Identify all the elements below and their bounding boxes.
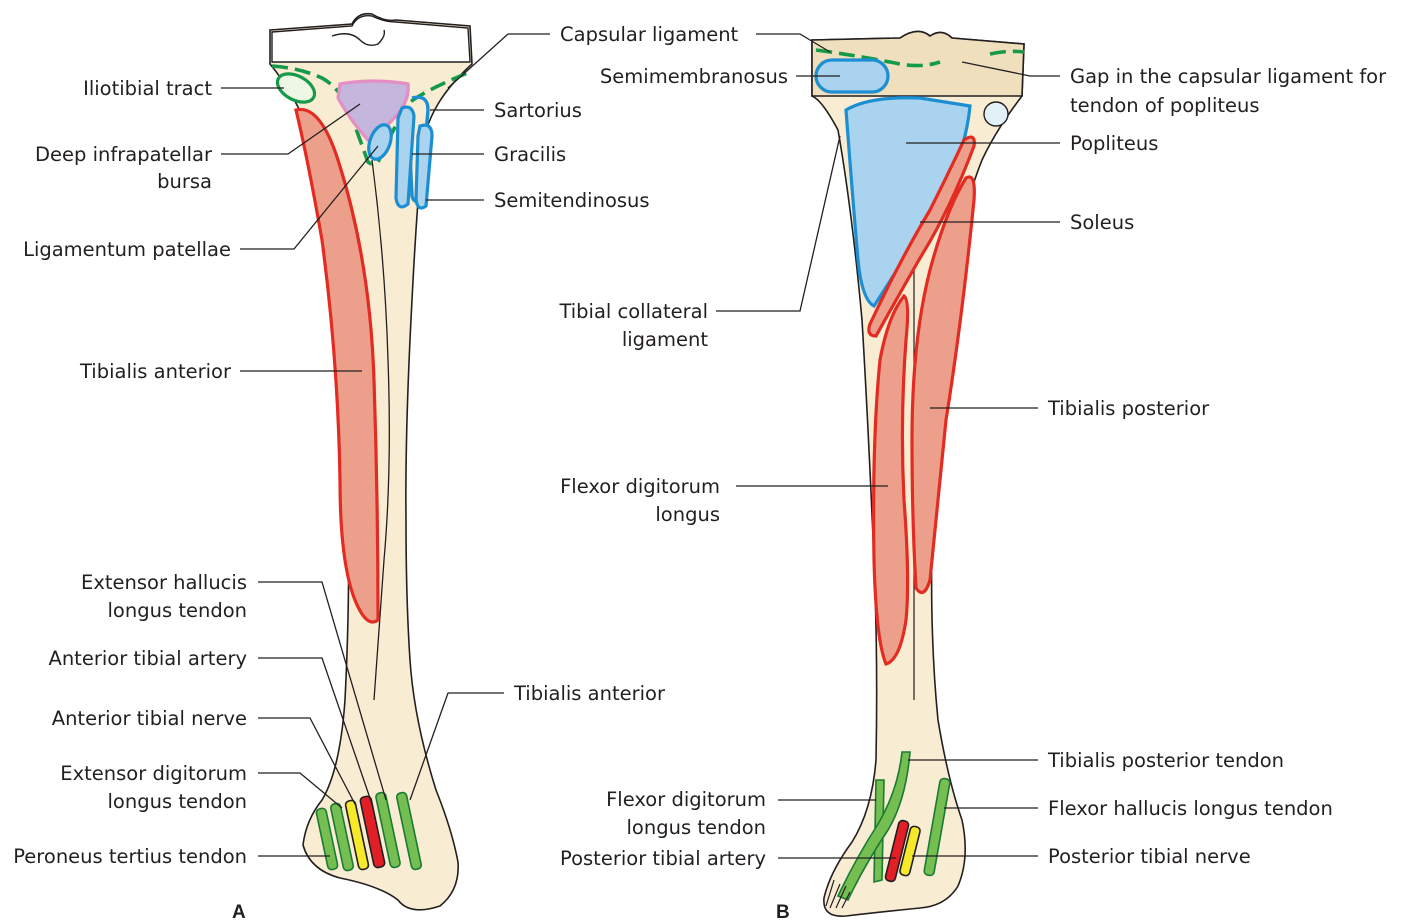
label-anterior-tibial-nerve: Anterior tibial nerve	[52, 707, 247, 730]
label-posterior-tibial-artery: Posterior tibial artery	[560, 847, 766, 870]
label-extensor-digitorum-2: longus tendon	[108, 790, 247, 813]
label-deep-infrapatellar-1: Deep infrapatellar	[35, 143, 213, 166]
label-semitendinosus: Semitendinosus	[494, 189, 650, 212]
panel-b-posterior-view: B	[776, 31, 1024, 923]
label-soleus: Soleus	[1070, 211, 1134, 234]
label-tibial-collateral-1: Tibial collateral	[558, 300, 708, 323]
label-tibial-collateral-2: ligament	[622, 328, 709, 351]
label-posterior-tibial-nerve: Posterior tibial nerve	[1048, 845, 1251, 868]
label-popliteus: Popliteus	[1070, 132, 1158, 155]
label-sartorius: Sartorius	[494, 99, 582, 122]
label-fdl-1: Flexor digitorum	[560, 475, 720, 498]
label-tibialis-anterior-tendon: Tibialis anterior	[513, 682, 666, 705]
label-ligamentum-patellae: Ligamentum patellae	[23, 238, 231, 261]
label-fdl-tendon-1: Flexor digitorum	[606, 788, 766, 811]
label-extensor-hallucis-2: longus tendon	[108, 599, 247, 622]
leader-tibial-collateral	[716, 136, 840, 311]
panel-a-letter: A	[232, 902, 246, 923]
label-tibialis-posterior-tendon: Tibialis posterior tendon	[1047, 749, 1284, 772]
label-peroneus-tertius: Peroneus tertius tendon	[13, 845, 247, 868]
label-fdl-2: longus	[655, 503, 720, 526]
label-semimembranosus: Semimembranosus	[600, 65, 788, 88]
label-gracilis: Gracilis	[494, 143, 566, 166]
label-extensor-digitorum-1: Extensor digitorum	[60, 762, 247, 785]
label-capsular-ligament: Capsular ligament	[560, 23, 739, 46]
label-fhl-tendon: Flexor hallucis longus tendon	[1048, 797, 1333, 820]
label-iliotibial-tract: Iliotibial tract	[83, 77, 212, 100]
label-tibialis-anterior: Tibialis anterior	[79, 360, 232, 383]
label-anterior-tibial-artery: Anterior tibial artery	[48, 647, 247, 670]
label-fdl-tendon-2: longus tendon	[627, 816, 766, 839]
semitendinosus-attachment	[416, 125, 432, 208]
panel-b-letter: B	[776, 902, 790, 923]
label-tibialis-posterior: Tibialis posterior	[1047, 397, 1210, 420]
popliteus-tendon-gap	[984, 102, 1008, 126]
label-deep-infrapatellar-2: bursa	[157, 170, 212, 193]
tibia-plateau-top	[272, 16, 470, 62]
label-extensor-hallucis-1: Extensor hallucis	[81, 571, 247, 594]
panel-a-anterior-view: A	[232, 14, 472, 923]
label-gap-1: Gap in the capsular ligament for	[1070, 65, 1387, 88]
label-gap-2: tendon of popliteus	[1070, 94, 1260, 117]
